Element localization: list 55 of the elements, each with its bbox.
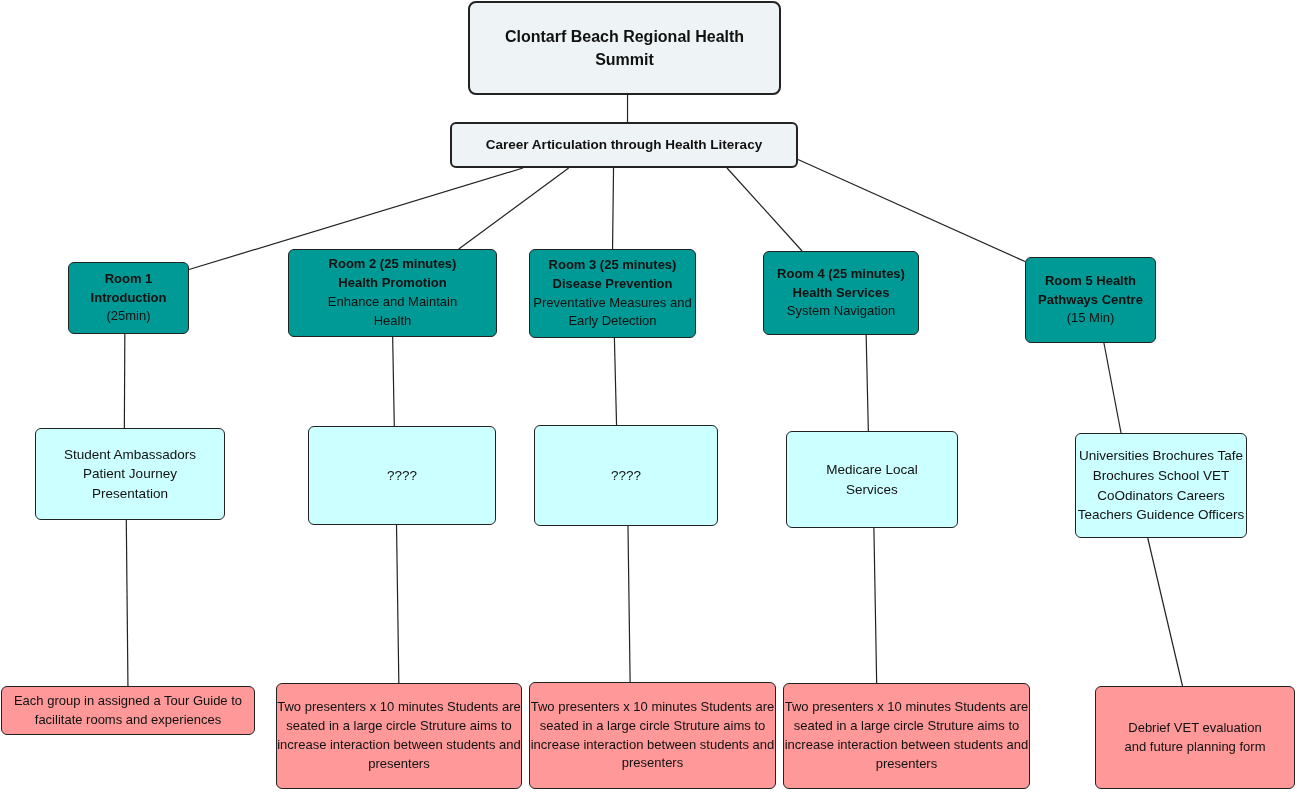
room-box — [288, 249, 497, 337]
box-heading: Room 1 Introduction — [89, 269, 168, 307]
box-heading: Clontarf Beach Regional Health Summit — [503, 26, 746, 70]
detail-box — [529, 682, 776, 789]
box-text: ???? — [386, 466, 417, 485]
activity-box — [534, 425, 718, 526]
box-heading: Room 5 Health Pathways Centre — [1037, 271, 1144, 309]
box-text: Student Ambassadors Patient Journey Presentation — [62, 445, 198, 503]
connector-line — [392, 336, 395, 427]
box-text: Two presenters x 10 minutes Students are seated in a large circle Struture aims to increase interaction between students and presenters — [277, 698, 521, 773]
connector-line — [797, 158, 1026, 263]
activity-box — [308, 426, 496, 525]
connector-line — [1103, 342, 1122, 434]
box-text: System Navigation — [786, 302, 896, 321]
box-text: Two presenters x 10 minutes Students are seated in a large circle Struture aims to increase interaction between students and presenters — [530, 697, 775, 773]
connector-line — [123, 333, 126, 429]
connector-line — [873, 527, 878, 684]
activity-box — [1075, 433, 1247, 538]
box-heading: Career Articulation through Health Literacy — [485, 136, 763, 155]
connector-line — [613, 337, 618, 426]
box-text: Universities Brochures Tafe Brochures School VET CoOdinators Careers Teachers Guidence Officers — [1076, 447, 1246, 525]
box-text: Each group in assigned a Tour Guide to facilitate rooms and experiences — [12, 691, 244, 729]
room-box — [763, 251, 919, 335]
box-text: Medicare Local Services — [825, 460, 919, 499]
box-text: ???? — [610, 466, 641, 485]
activity-box — [786, 431, 958, 528]
box-text: (15 Min) — [1066, 309, 1115, 328]
connector-line — [865, 334, 869, 432]
room-box — [529, 249, 696, 338]
detail-box — [1095, 686, 1295, 789]
detail-box — [783, 683, 1030, 789]
connector-line — [458, 167, 570, 250]
box-heading: Room 3 (25 minutes) Disease Prevention — [547, 255, 678, 293]
connector-line — [125, 519, 129, 687]
connector-line — [1147, 537, 1184, 687]
box-heading: Room 4 (25 minutes) Health Services — [776, 264, 906, 302]
box-text: Two presenters x 10 minutes Students are seated in a large circle Struture aims to increase interaction between students and presenters — [784, 698, 1029, 773]
title-box — [468, 1, 781, 95]
box-heading: Room 2 (25 minutes) Health Promotion — [327, 255, 458, 293]
box-text: Debrief VET evaluation and future planning form — [1123, 718, 1267, 756]
detail-box — [1, 686, 255, 735]
room-box — [68, 262, 189, 334]
connector-line — [395, 524, 400, 684]
connector-line — [188, 167, 524, 271]
room-box — [1025, 257, 1156, 343]
connector-line — [611, 167, 615, 250]
detail-box — [276, 683, 522, 789]
activity-box — [35, 428, 225, 520]
connector-line — [626, 94, 629, 123]
theme-box — [450, 122, 798, 168]
connector-line — [627, 525, 631, 683]
connector-line — [726, 167, 803, 252]
box-text: (25min) — [106, 307, 151, 326]
box-text: Enhance and Maintain Health — [326, 293, 459, 330]
box-text: Preventative Measures and Early Detection — [532, 293, 693, 331]
